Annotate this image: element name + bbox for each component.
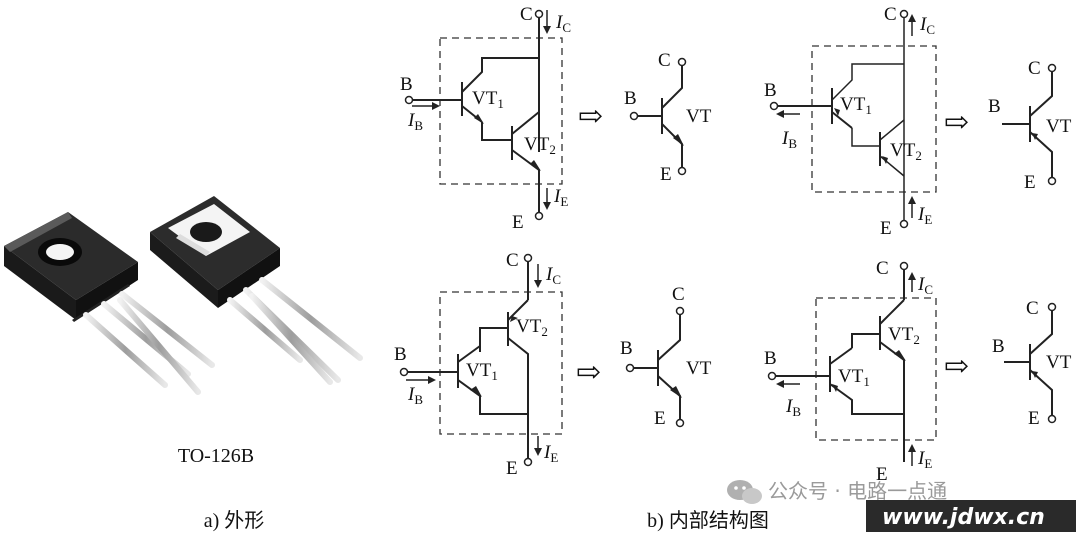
d3-ib-label: IB [407,384,423,407]
d2-equiv-arrow: ⇨ [944,106,969,139]
d4-eq-base-label: B [992,336,1005,357]
d3-base-label: B [394,344,407,365]
d3-equiv-arrow: ⇨ [576,356,601,389]
watermark-text: 公众号 · 电路一点通 [768,479,947,503]
d2-eq-base-label: B [988,96,1001,117]
diagram-bottom-left: C IC VT2 B IB VT1 E IE ⇨ B C [394,250,712,479]
d1-eq-emitter-label: E [660,164,672,185]
d4-eq-emitter-label: E [1028,408,1040,429]
d3-emitter-label: E [506,458,518,479]
caption-a: a) 外形 [204,509,265,532]
d4-vt2-label: VT2 [888,324,920,347]
d4-base-label: B [764,348,777,369]
d2-eq-collector-label: C [1028,58,1041,79]
package-photo: TO-126B [4,196,363,467]
d4-emitter-label: E [876,464,888,485]
d2-emitter-label: E [880,218,892,239]
d1-eq-base-label: B [624,88,637,109]
d1-vt1-label: VT1 [472,88,504,111]
d2-ic-label: IC [919,14,935,37]
d3-ic-label: IC [545,264,561,287]
package-caption: TO-126B [178,445,254,467]
d2-vt2-label: VT2 [890,140,922,163]
d3-collector-label: C [506,250,519,271]
d1-collector-label: C [520,4,533,25]
watermark: 公众号 · 电路一点通 www.jdwx.cn [727,479,1076,532]
d2-ie-label: IE [917,204,932,227]
d3-eq-vt-label: VT [686,358,712,379]
d1-ib-label: IB [407,110,423,133]
d1-base-label: B [400,74,413,95]
d2-collector-label: C [884,4,897,25]
wechat-icon [727,480,762,504]
d3-vt1-label: VT1 [466,360,498,383]
d2-vt1-label: VT1 [840,94,872,117]
d1-eq-vt-label: VT [686,106,712,127]
d2-ib-label: IB [781,128,797,151]
package-left [4,212,215,395]
d4-ic-label: IC [917,274,933,297]
d2-eq-emitter-label: E [1024,172,1036,193]
d3-eq-base-label: B [620,338,633,359]
diagram-bottom-right: C IC VT2 B IB VT1 E IE ⇨ B C [764,258,1072,485]
d3-eq-emitter-label: E [654,408,666,429]
d3-eq-collector-label: C [672,284,685,305]
d4-vt1-label: VT1 [838,366,870,389]
d1-eq-collector-label: C [658,50,671,71]
d3-ie-label: IE [543,442,558,465]
watermark-site: www.jdwx.cn [882,505,1045,530]
d1-ic-label: IC [555,12,571,35]
d2-eq-vt-label: VT [1046,116,1072,137]
caption-b: b) 内部结构图 [647,509,769,532]
d4-collector-label: C [876,258,889,279]
d4-ie-label: IE [917,448,932,471]
d1-equiv-arrow: ⇨ [578,100,603,133]
package-right [150,196,363,385]
d1-ie-label: IE [553,186,568,209]
d4-eq-collector-label: C [1026,298,1039,319]
d1-emitter-label: E [512,212,524,233]
d3-vt2-label: VT2 [516,316,548,339]
d2-base-label: B [764,80,777,101]
d4-equiv-arrow: ⇨ [944,350,969,383]
d1-vt2-label: VT2 [524,134,556,157]
diagram-top-right: C IC B IB VT1 VT2 E IE ⇨ B C [764,4,1072,239]
diagram-top-left: C IC B IB VT1 VT2 E IE ⇨ B C [400,4,712,233]
d4-eq-vt-label: VT [1046,352,1072,373]
d4-ib-label: IB [785,396,801,419]
